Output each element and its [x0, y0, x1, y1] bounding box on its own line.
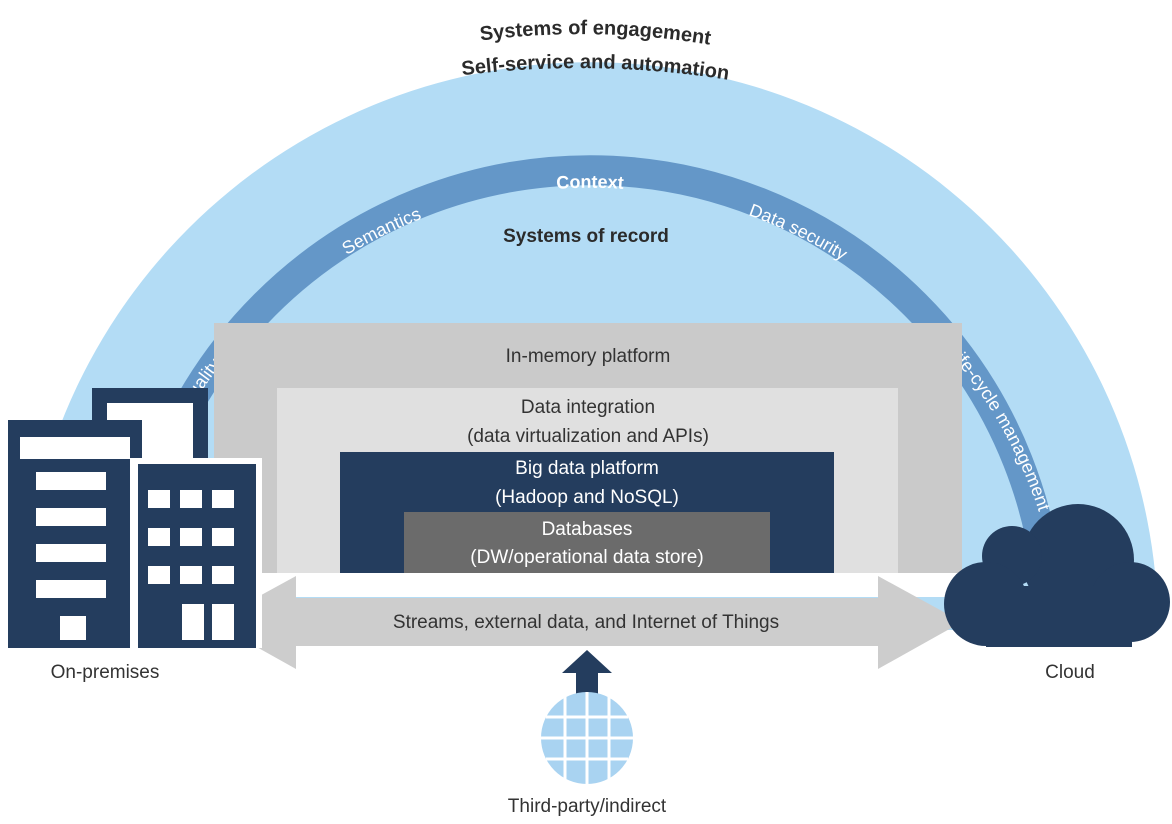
streams-label: Streams, external data, and Internet of … [393, 612, 779, 633]
streams-double-arrow [212, 576, 962, 669]
third-party-label: Third-party/indirect [508, 796, 667, 817]
cloud-icon [944, 504, 1170, 647]
globe-icon [541, 692, 633, 784]
data-integration-sublabel: (data virtualization and APIs) [467, 426, 709, 447]
data-integration-label: Data integration [521, 397, 655, 418]
platform-base-strip [214, 573, 962, 597]
databases-sublabel: (DW/operational data store) [470, 547, 703, 568]
cloud-label: Cloud [1045, 662, 1095, 683]
buildings-icon [8, 388, 262, 648]
big-data-platform-sublabel: (Hadoop and NoSQL) [495, 487, 679, 508]
context-label: Context [556, 172, 625, 193]
big-data-platform-label: Big data platform [515, 458, 659, 479]
databases-label: Databases [542, 519, 633, 540]
in-memory-platform-label: In-memory platform [506, 346, 671, 367]
systems-of-engagement-label: Systems of engagement [479, 17, 713, 50]
systems-of-record-label: Systems of record [503, 226, 669, 247]
on-premises-label: On-premises [51, 662, 160, 683]
up-arrow-icon [562, 650, 612, 694]
databases-box [404, 512, 770, 573]
